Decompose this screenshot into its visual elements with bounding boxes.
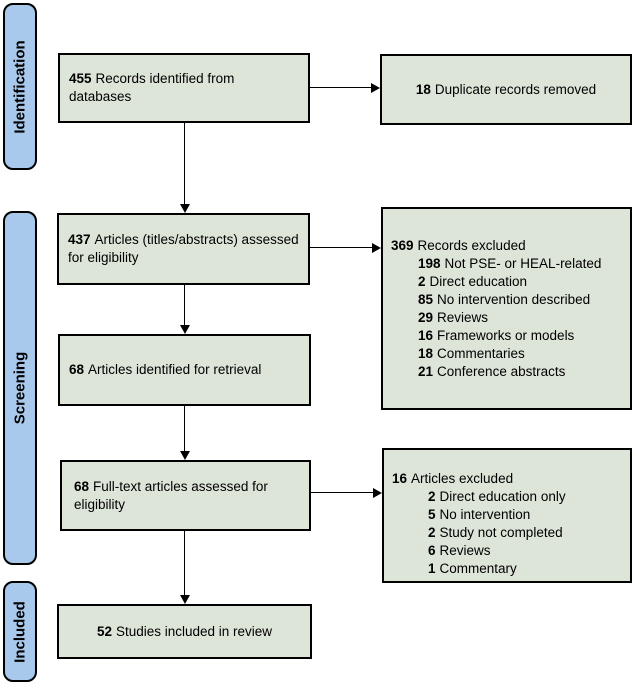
label: Full-text articles assessed for eligibil…: [74, 478, 268, 512]
arrow-titles-to-excluded: [310, 243, 381, 253]
label: Records identified from databases: [69, 71, 235, 104]
count: 16: [392, 471, 408, 486]
label: Articles identified for retrieval: [88, 362, 262, 377]
count: 68: [74, 478, 90, 494]
label: Records excluded: [417, 238, 526, 253]
label: Duplicate records removed: [434, 81, 597, 97]
arrow-fulltext-to-included: [180, 531, 190, 604]
stage-included: Included: [3, 581, 37, 682]
stage-screening-label: Screening: [11, 351, 29, 425]
stage-included-label: Included: [11, 600, 29, 663]
count: 18: [415, 81, 431, 97]
count: 369: [391, 238, 414, 253]
stage-screening: Screening: [3, 211, 37, 565]
arrow-identified-to-duplicates: [310, 83, 380, 93]
stage-identification: Identification: [3, 3, 37, 170]
arrow-retrieval-to-fulltext: [180, 406, 190, 460]
arrow-identified-to-titles: [180, 123, 190, 213]
label: Articles excluded: [411, 471, 514, 486]
count: 437: [68, 232, 91, 247]
label: Articles (titles/abstracts) assessed for…: [68, 232, 299, 265]
arrow-fulltext-to-excluded: [311, 488, 382, 498]
stage-identification-label: Identification: [11, 39, 29, 134]
label: Studies included in review: [115, 623, 273, 639]
count: 52: [96, 623, 112, 639]
count: 68: [69, 362, 85, 377]
arrow-titles-to-retrieval: [180, 285, 190, 334]
count: 455: [69, 71, 92, 86]
